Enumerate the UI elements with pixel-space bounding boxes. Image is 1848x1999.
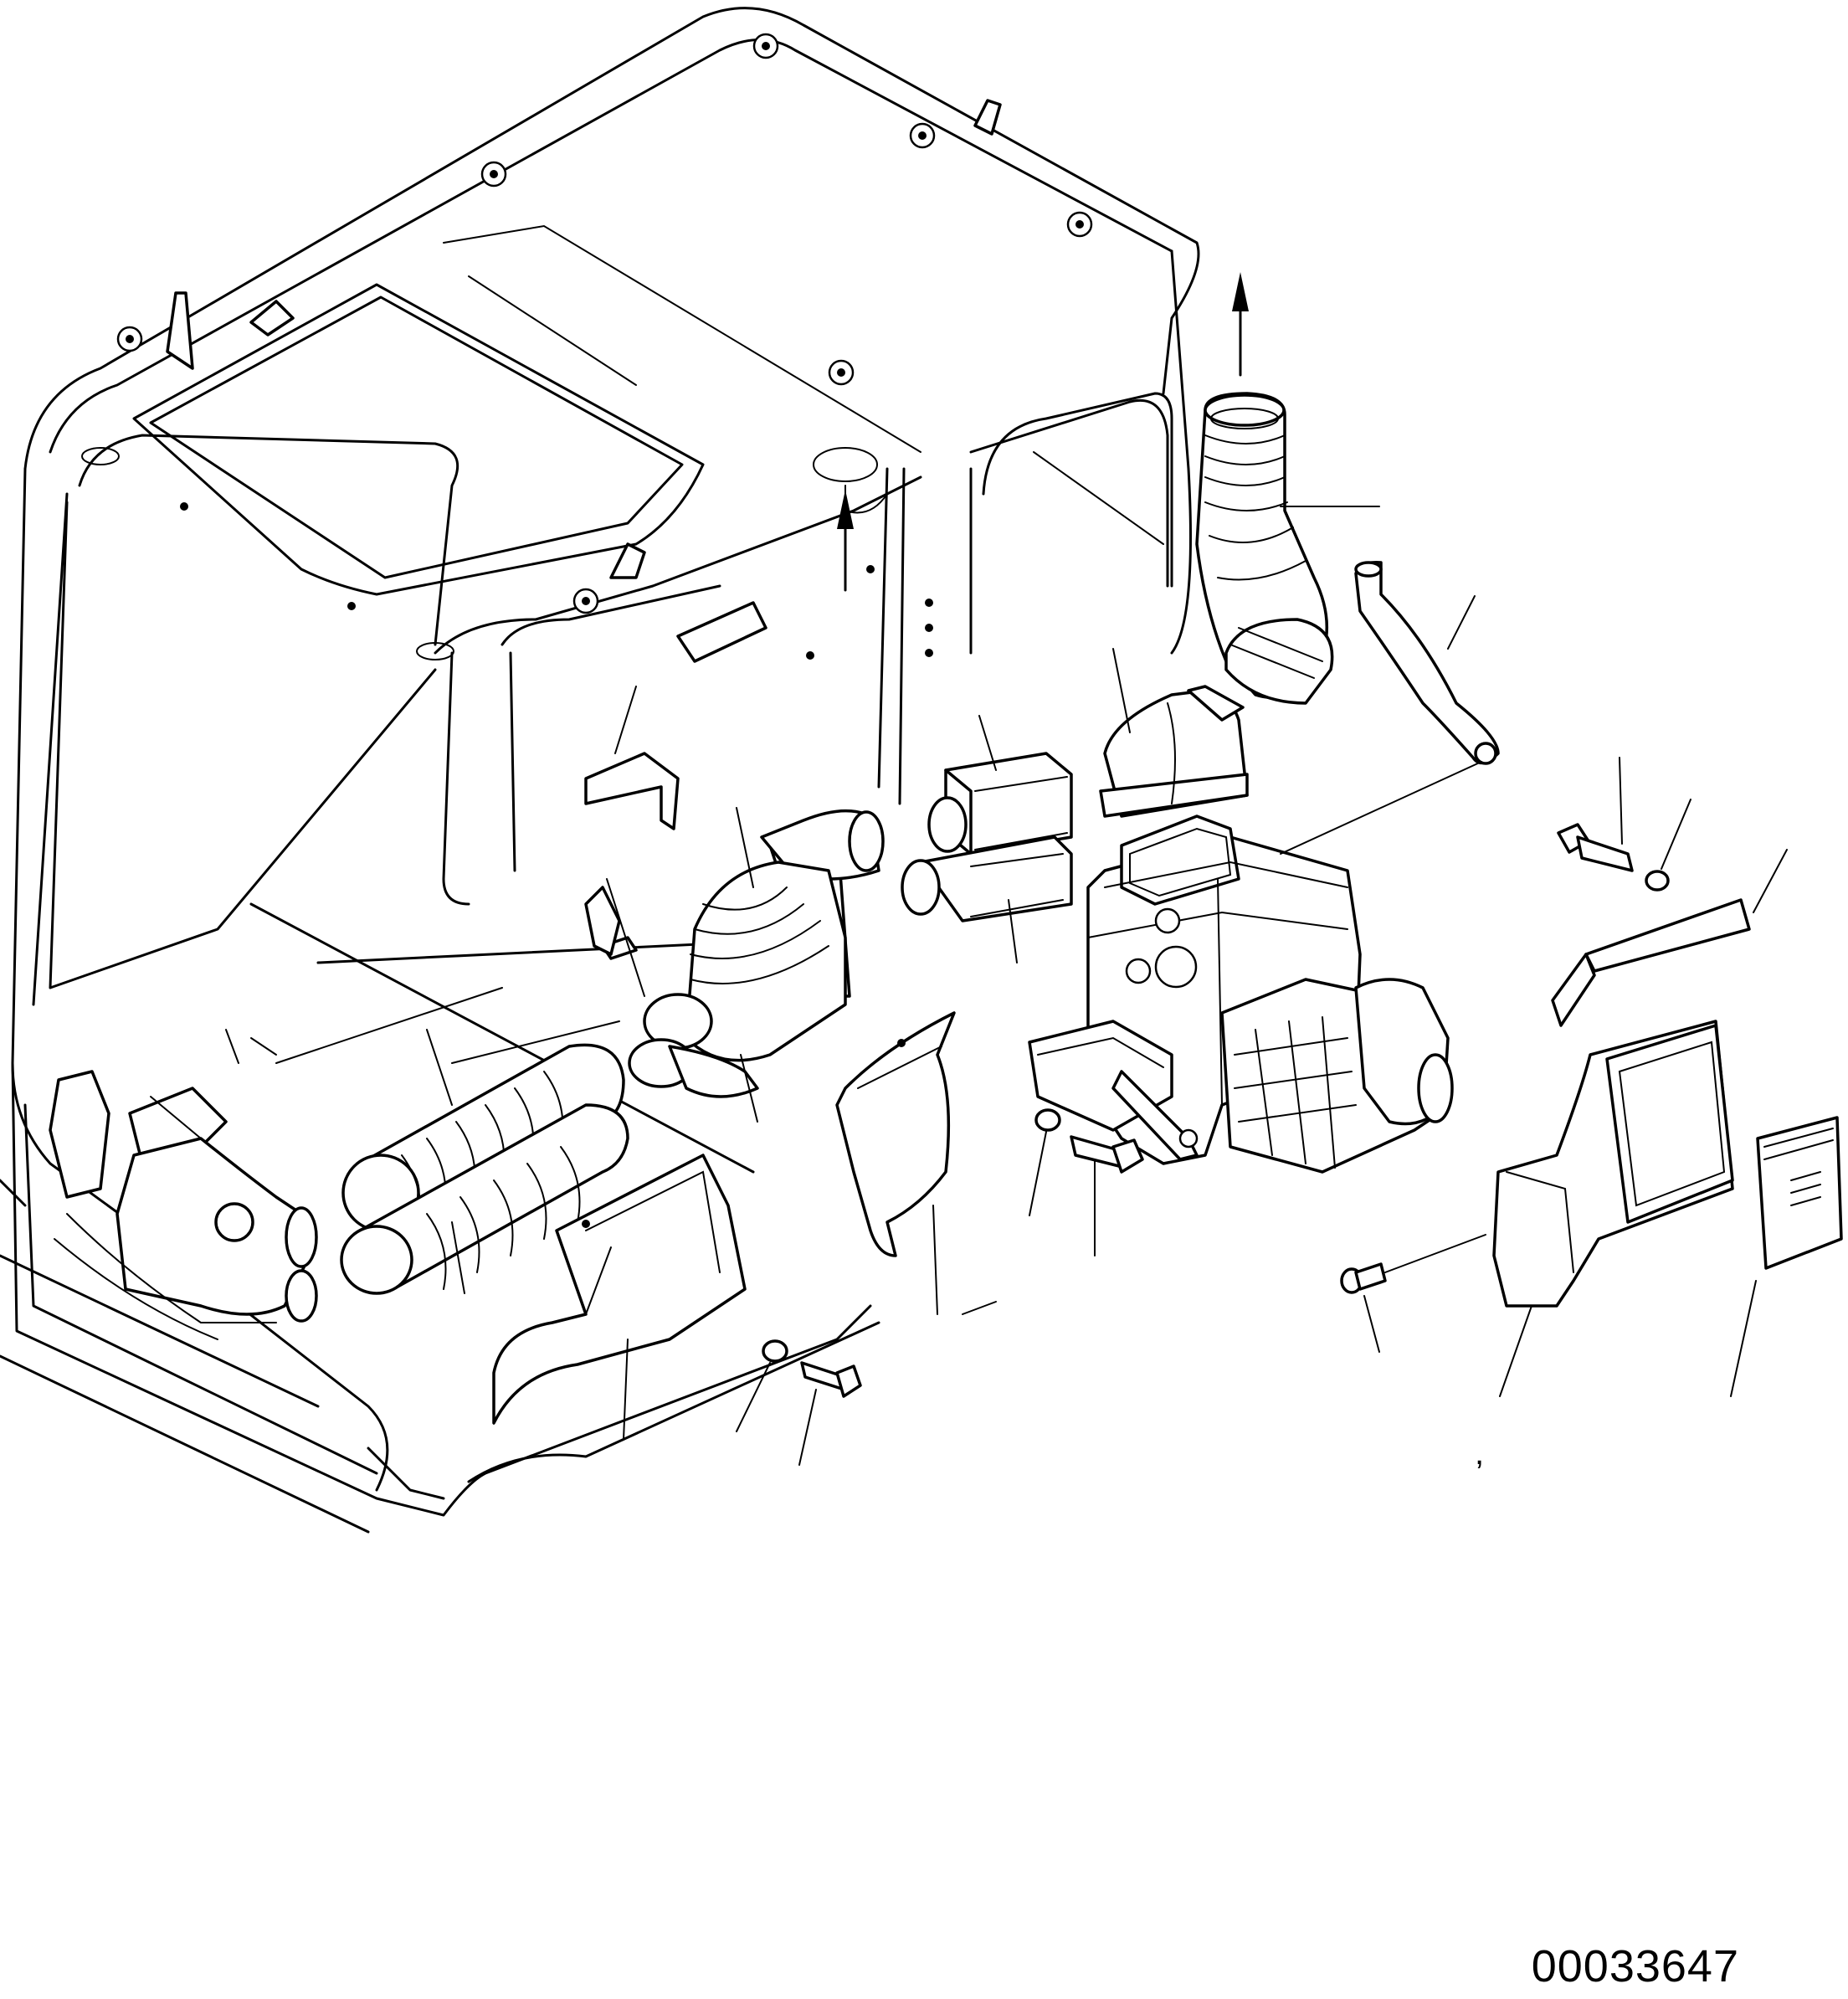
left-front-duct-assembly [49, 1029, 318, 1340]
washer-center [1029, 1108, 1061, 1216]
bolt-center [1070, 1135, 1144, 1256]
mounting-bracket-left [584, 686, 680, 997]
roof-brackets [166, 99, 1002, 960]
annotation-mark: , [1475, 1435, 1485, 1472]
bracket-right [1551, 849, 1788, 1027]
washer-upper-right [1645, 799, 1691, 892]
face-vent-duct-pair [901, 715, 1073, 964]
center-elbow-ducts [628, 807, 885, 1123]
roof-mounting-holes [81, 33, 1093, 660]
defroster-nozzle [1099, 648, 1249, 818]
washer-lower [736, 1339, 788, 1432]
flex-hose-lower [340, 1029, 629, 1295]
floor-duct-cover-center [492, 1154, 747, 1441]
air-filter [1730, 1116, 1843, 1397]
floor-duct-cover-right [835, 1011, 997, 1315]
defroster-vertical-duct [1195, 392, 1380, 705]
clip-fastener [1340, 1234, 1486, 1353]
drain-hose [1354, 561, 1500, 765]
drawing-number: 00033647 [1531, 1941, 1739, 1991]
bolt-upper-right [1557, 757, 1634, 872]
direction-arrow-center [837, 490, 854, 592]
direction-arrow-upper-right [1232, 272, 1249, 377]
air-conditioner-unit [1028, 761, 1482, 1174]
bolt-lower [798, 1361, 862, 1466]
recirculation-duct [1492, 1020, 1734, 1397]
